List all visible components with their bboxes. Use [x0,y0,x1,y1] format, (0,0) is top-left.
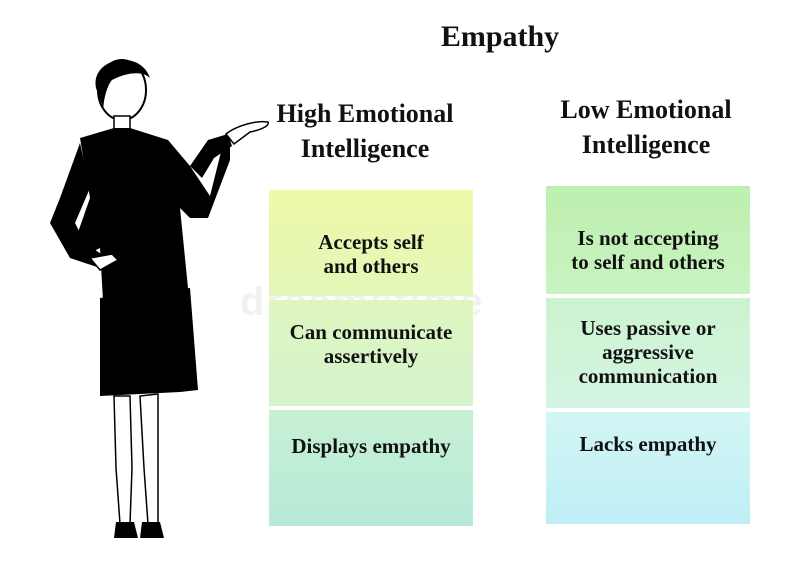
high-ei-heading: High Emotional Intelligence [255,96,475,166]
box-text-line: Lacks empathy [579,432,717,456]
high-ei-box-communicate: Can communicate assertively [269,300,473,406]
high-ei-box-accepts: Accepts self and others [269,190,473,296]
diagram-title: Empathy [440,20,560,53]
low-ei-box-communication: Uses passive or aggressive communication [546,298,750,408]
box-text-line: communication [578,364,718,388]
box-text-line: and others [323,254,419,278]
box-text-line: Uses passive or [580,316,716,340]
low-ei-heading-line2: Intelligence [581,130,711,159]
presenter-silhouette-icon [50,59,269,538]
box-text-line: Displays empathy [291,434,451,458]
box-text-line: aggressive [602,340,694,364]
high-ei-heading-line1: High Emotional [276,99,454,128]
low-ei-box-lacks-empathy: Lacks empathy [546,412,750,524]
high-ei-box-empathy: Displays empathy [269,410,473,526]
box-text-line: Can communicate [289,320,453,344]
box-text-line: Accepts self [318,230,424,254]
low-ei-box-accepting: Is not accepting to self and others [546,186,750,294]
high-ei-heading-line2: Intelligence [300,134,430,163]
low-ei-heading-line1: Low Emotional [560,95,732,124]
low-ei-heading: Low Emotional Intelligence [536,92,756,162]
box-text-line: Is not accepting [577,226,719,250]
box-text-line: to self and others [571,250,725,274]
box-text-line: assertively [323,344,419,368]
